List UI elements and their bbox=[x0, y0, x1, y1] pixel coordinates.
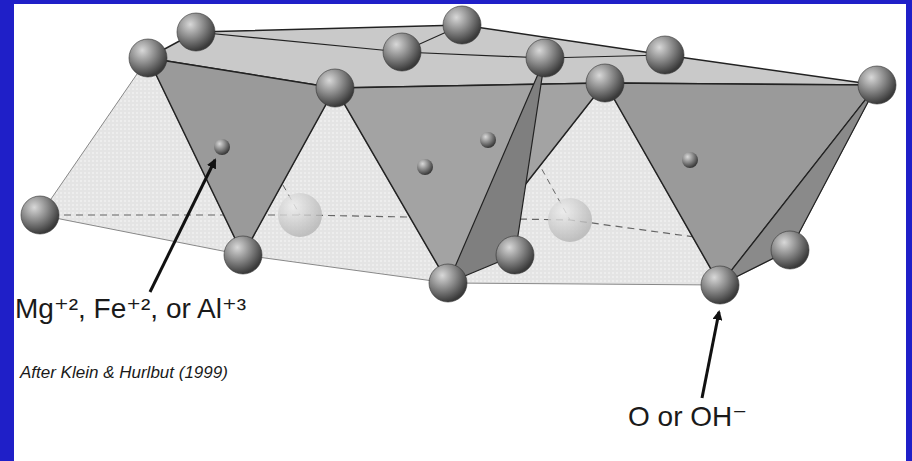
anion-label: O or OH⁻ bbox=[628, 402, 747, 433]
source-note: After Klein & Hurlbut (1999) bbox=[20, 364, 228, 383]
cation-label: Mg⁺², Fe⁺², or Al⁺³ bbox=[15, 294, 246, 325]
